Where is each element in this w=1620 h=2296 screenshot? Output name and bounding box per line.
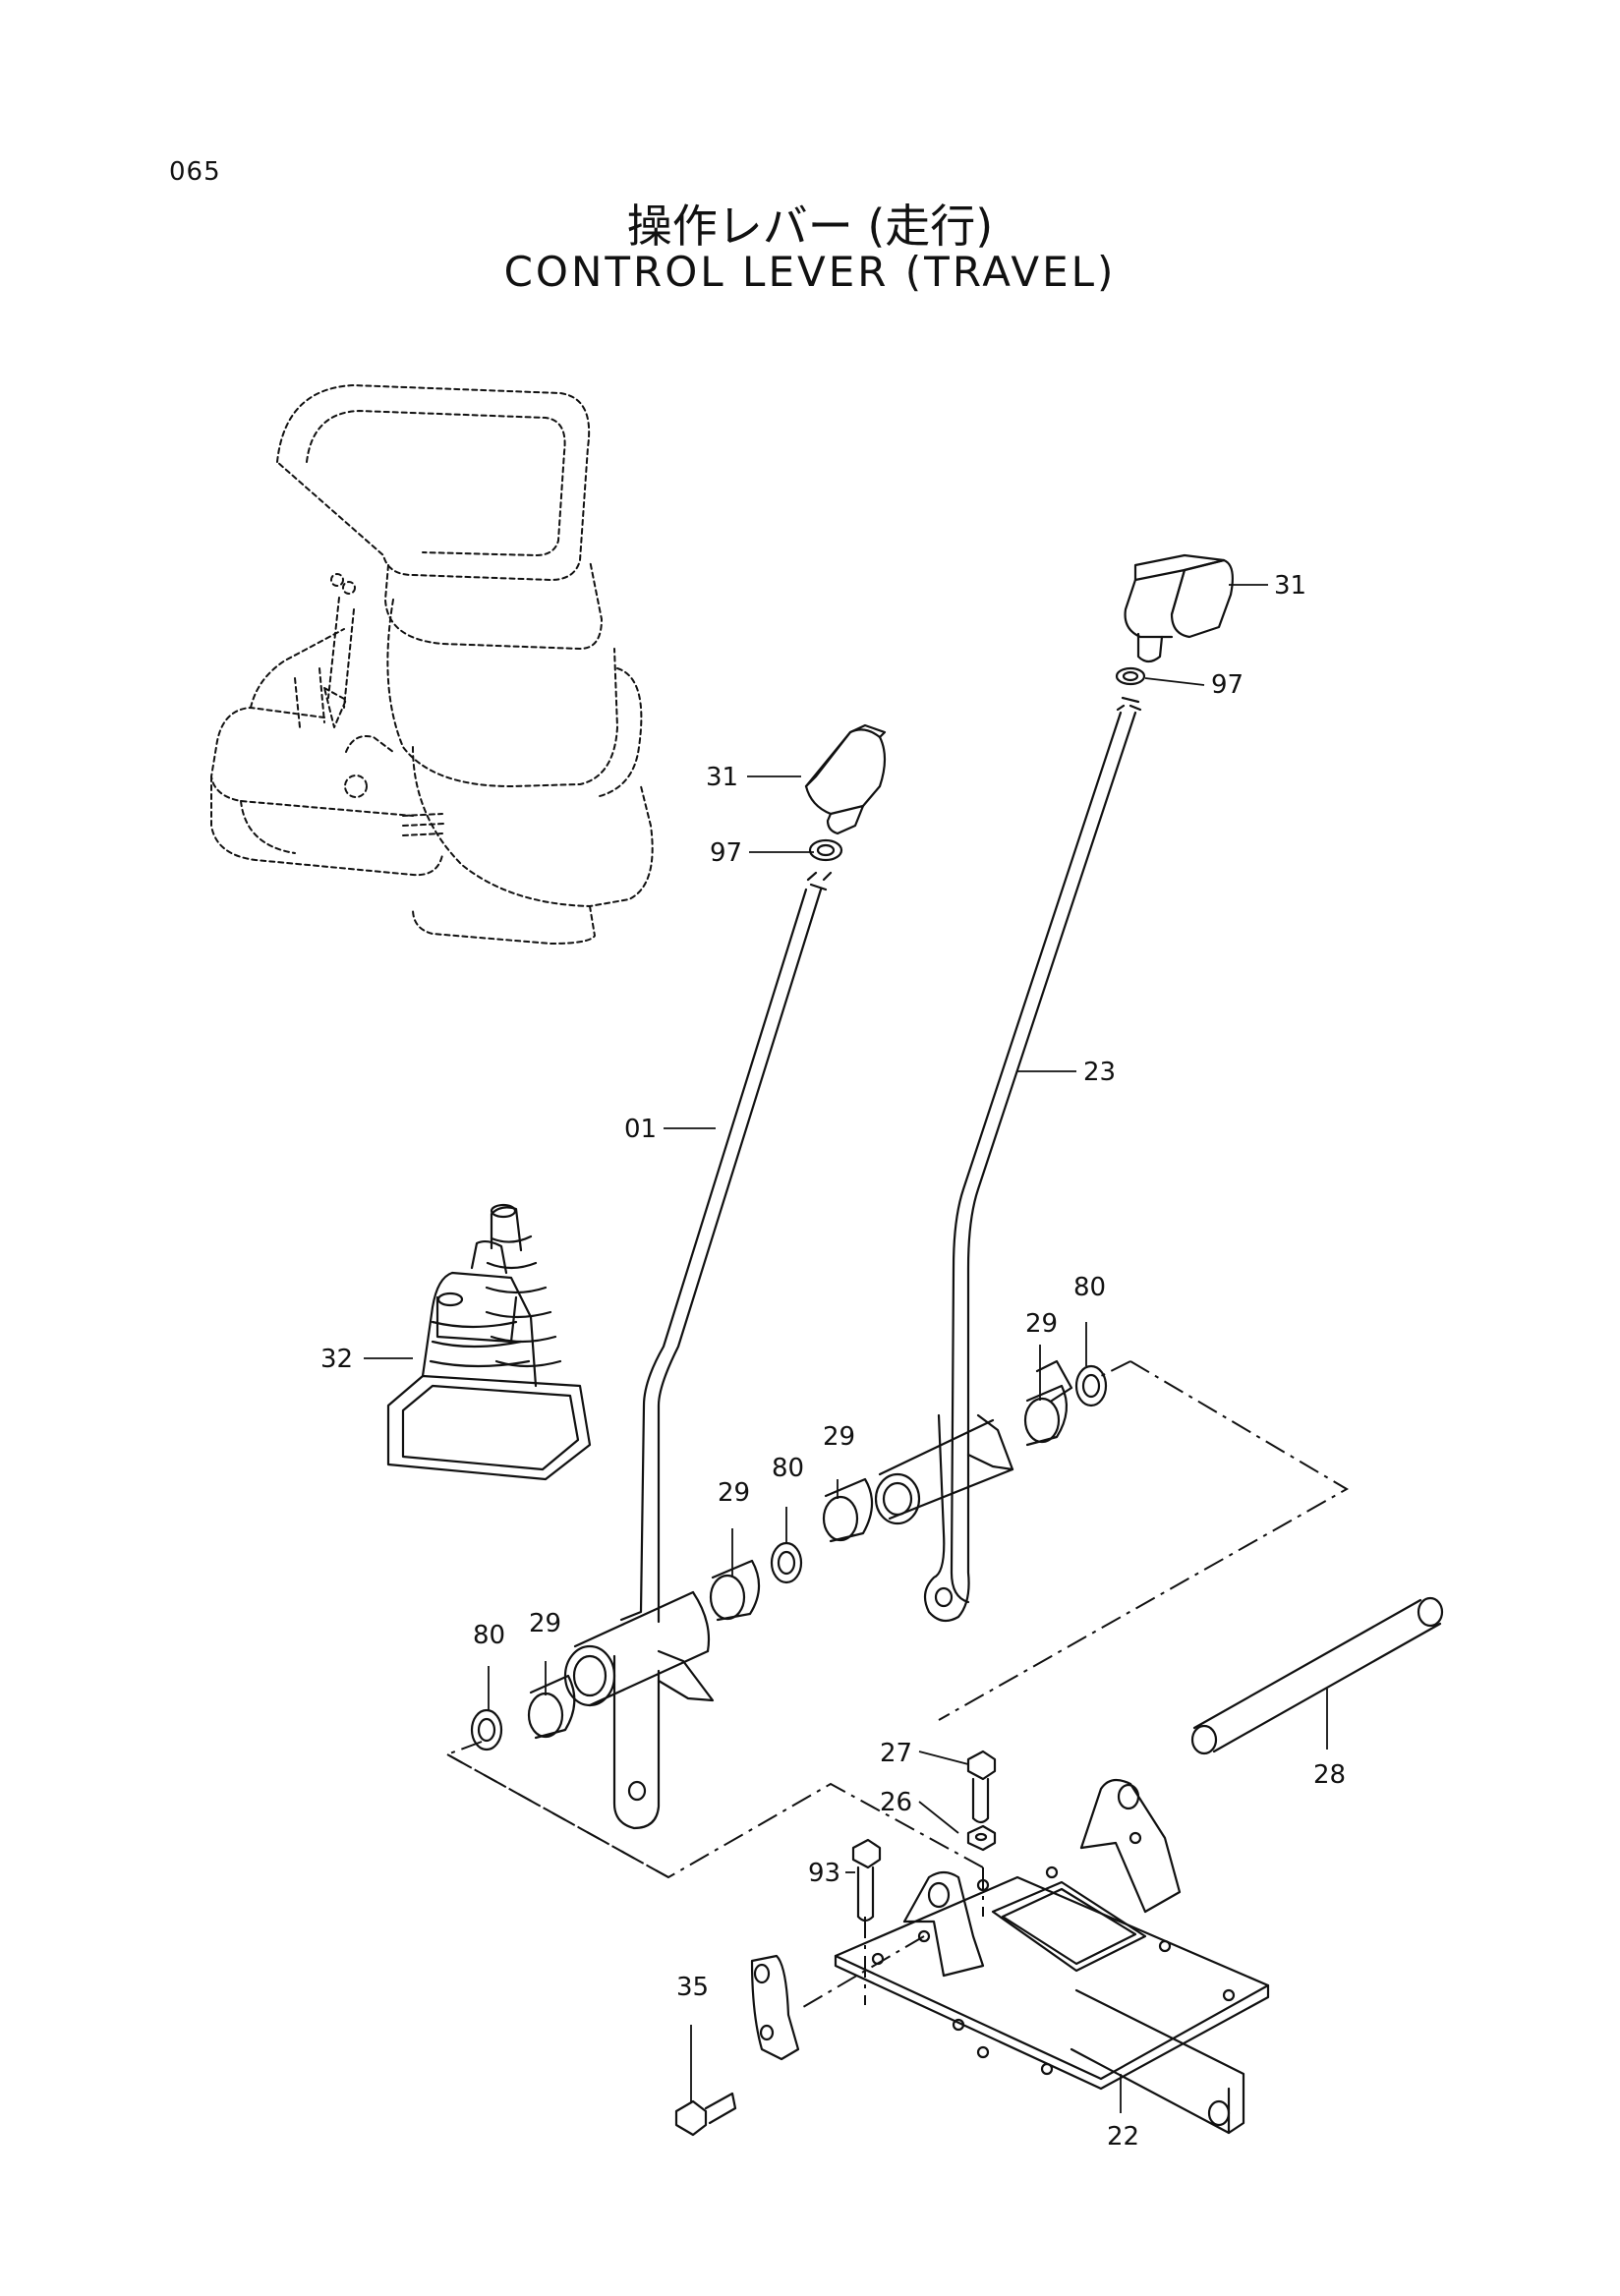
base-bracket-illustration: [834, 1778, 1270, 2135]
callout-80-right: 80: [1073, 1273, 1106, 1302]
callout-29-right: 29: [1025, 1309, 1058, 1339]
callout-27: 27: [880, 1739, 912, 1768]
callout-80-mid: 80: [772, 1454, 804, 1483]
knob-right: [1170, 558, 1234, 639]
leader-lines: [364, 584, 1328, 2113]
page-number: 065: [169, 157, 221, 187]
callout-22: 22: [1107, 2122, 1139, 2152]
callout-32: 32: [320, 1345, 353, 1374]
seat-console-illustration: [210, 384, 654, 945]
callout-28: 28: [1313, 1760, 1346, 1790]
bolts-illustration: [674, 1750, 997, 2137]
assembly-guide-lines: [444, 1360, 1349, 2011]
callout-97-left: 97: [710, 838, 742, 868]
lever-left-assembly: [563, 723, 887, 1830]
callout-93: 93: [808, 1859, 840, 1888]
boot-illustration: [386, 1203, 592, 1481]
bushings-right: [470, 1359, 1108, 1751]
callout-97-right: 97: [1211, 670, 1244, 700]
title-japanese: 操作レバー (走行): [626, 200, 994, 253]
callout-01: 01: [624, 1115, 657, 1144]
title-english: CONTROL LEVER (TRAVEL): [503, 248, 1117, 296]
callout-80-left: 80: [473, 1621, 505, 1650]
callout-29-mid-right: 29: [823, 1422, 855, 1452]
callout-31-left: 31: [706, 763, 738, 792]
callout-35: 35: [676, 1973, 709, 2002]
lever-right-assembly: [874, 553, 1234, 1623]
callout-23: 23: [1083, 1058, 1116, 1087]
shaft-illustration: [1190, 1596, 1444, 1755]
callout-29-left: 29: [529, 1609, 561, 1638]
callout-29-mid-left: 29: [718, 1478, 750, 1508]
callout-26: 26: [880, 1788, 912, 1817]
callout-31-right: 31: [1274, 571, 1306, 601]
